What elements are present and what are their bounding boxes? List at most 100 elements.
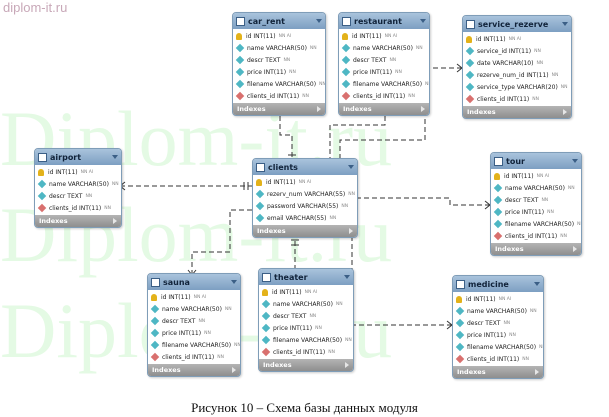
chevron-right-icon xyxy=(113,218,117,224)
indexes-footer[interactable]: Indexes xyxy=(233,103,325,115)
indexes-footer[interactable]: Indexes xyxy=(339,103,429,115)
column-flags: NN AI xyxy=(536,173,550,179)
table-header[interactable]: airport xyxy=(35,149,121,165)
foreign-key-icon xyxy=(341,91,351,101)
chevron-down-icon[interactable] xyxy=(348,165,354,169)
column-row: filename VARCHAR(50)NN xyxy=(339,78,429,90)
key-icon xyxy=(256,178,262,186)
column-icon xyxy=(341,55,351,65)
table-medicine[interactable]: medicine id INT(11)NN AI name VARCHAR(50… xyxy=(452,275,544,379)
table-airport[interactable]: airport id INT(11)NN AI name VARCHAR(50)… xyxy=(34,148,122,228)
column-name: id INT(11) xyxy=(466,295,496,303)
indexes-footer[interactable]: Indexes xyxy=(463,106,571,118)
column-name: clients_id INT(11) xyxy=(162,353,215,361)
column-row: email VARCHAR(55)NN xyxy=(253,212,357,224)
link-car-rent-clients xyxy=(279,108,293,160)
column-name: descr TEXT xyxy=(162,317,196,325)
column-row: id INT(11)NN AI xyxy=(491,170,581,182)
chevron-right-icon xyxy=(563,109,567,115)
column-row: clients_id INT(11)NN xyxy=(148,351,240,363)
column-flags: NN xyxy=(567,185,575,191)
column-row: password VARCHAR(55)NN xyxy=(253,200,357,212)
column-flags: NN AI xyxy=(508,36,522,42)
table-clients[interactable]: clients id INT(11)NN AI rezerv_num VARCH… xyxy=(252,158,358,238)
indexes-label: Indexes xyxy=(263,361,292,369)
table-header[interactable]: tour xyxy=(491,153,581,169)
chevron-down-icon[interactable] xyxy=(316,19,322,23)
column-row: id INT(11)NN AI xyxy=(339,30,429,42)
column-icon xyxy=(261,311,271,321)
indexes-footer[interactable]: Indexes xyxy=(253,225,357,237)
table-header[interactable]: sauna xyxy=(148,274,240,290)
indexes-footer[interactable]: Indexes xyxy=(259,359,353,371)
table-header[interactable]: service_rezerve xyxy=(463,16,571,32)
column-name: id INT(11) xyxy=(48,168,78,176)
table-icon xyxy=(236,16,245,26)
column-flags: NN xyxy=(234,342,241,348)
table-header[interactable]: medicine xyxy=(453,276,543,292)
indexes-footer[interactable]: Indexes xyxy=(35,215,121,227)
chevron-right-icon xyxy=(421,106,425,112)
indexes-label: Indexes xyxy=(467,108,496,116)
foreign-key-icon xyxy=(493,231,503,241)
column-flags: NN xyxy=(522,356,529,362)
chevron-down-icon[interactable] xyxy=(231,280,237,284)
column-row: price INT(11)NN xyxy=(491,206,581,218)
column-row: id INT(11)NN AI xyxy=(233,30,325,42)
column-flags: NN AI xyxy=(298,179,312,185)
column-flags: NN xyxy=(532,96,539,102)
column-row: rezerve_num_id INT(11)NN xyxy=(463,69,571,81)
column-flags: NN xyxy=(283,57,291,63)
table-name: sauna xyxy=(163,277,190,287)
column-flags: NN xyxy=(348,191,355,197)
table-restaurant[interactable]: restaurant id INT(11)NN AI name VARCHAR(… xyxy=(338,12,430,116)
column-name: descr TEXT xyxy=(353,56,387,64)
indexes-footer[interactable]: Indexes xyxy=(491,243,581,255)
table-service-rezerve[interactable]: service_rezerve id INT(11)NN AI service_… xyxy=(462,15,572,119)
column-icon xyxy=(150,304,160,314)
column-flags: NN AI xyxy=(384,33,398,39)
indexes-footer[interactable]: Indexes xyxy=(453,366,543,378)
table-icon xyxy=(494,156,503,166)
indexes-label: Indexes xyxy=(152,366,181,374)
table-header[interactable]: clients xyxy=(253,159,357,175)
column-name: name VARCHAR(50) xyxy=(162,305,222,313)
table-sauna[interactable]: sauna id INT(11)NN AI name VARCHAR(50)NN… xyxy=(147,273,241,377)
column-flags: NN xyxy=(335,301,343,307)
column-name: service_id INT(11) xyxy=(477,47,532,55)
chevron-down-icon[interactable] xyxy=(344,275,350,279)
chevron-down-icon[interactable] xyxy=(534,282,540,286)
column-name: clients_id INT(11) xyxy=(505,232,558,240)
table-tour[interactable]: tour id INT(11)NN AI name VARCHAR(50)NN … xyxy=(490,152,582,256)
table-car-rent[interactable]: car_rent id INT(11)NN AI name VARCHAR(50… xyxy=(232,12,326,116)
table-header[interactable]: theater xyxy=(259,269,353,285)
column-flags: NN xyxy=(536,60,544,66)
chevron-down-icon[interactable] xyxy=(112,155,118,159)
chevron-down-icon[interactable] xyxy=(420,19,426,23)
column-name: name VARCHAR(50) xyxy=(49,180,109,188)
table-theater[interactable]: theater id INT(11)NN AI name VARCHAR(50)… xyxy=(258,268,354,372)
link-restaurant-clients xyxy=(329,108,386,160)
column-row: rezerv_num VARCHAR(55)NN xyxy=(253,188,357,200)
column-name: price INT(11) xyxy=(162,329,202,337)
chevron-down-icon[interactable] xyxy=(562,22,568,26)
indexes-footer[interactable]: Indexes xyxy=(148,364,240,376)
foreign-key-icon xyxy=(465,94,475,104)
column-icon xyxy=(455,318,465,328)
table-header[interactable]: car_rent xyxy=(233,13,325,29)
column-name: descr TEXT xyxy=(247,56,281,64)
column-name: price INT(11) xyxy=(247,68,287,76)
foreign-key-icon xyxy=(150,352,160,362)
column-name: name VARCHAR(50) xyxy=(467,307,527,315)
column-flags: NN AI xyxy=(304,289,318,295)
chevron-down-icon[interactable] xyxy=(572,159,578,163)
link-medicine-clients xyxy=(351,236,452,326)
column-row: id INT(11)NN AI xyxy=(259,286,353,298)
column-row: clients_id INT(11)NN xyxy=(339,90,429,102)
column-name: filename VARCHAR(50) xyxy=(353,80,423,88)
table-header[interactable]: restaurant xyxy=(339,13,429,29)
column-flags: NN xyxy=(329,215,337,221)
